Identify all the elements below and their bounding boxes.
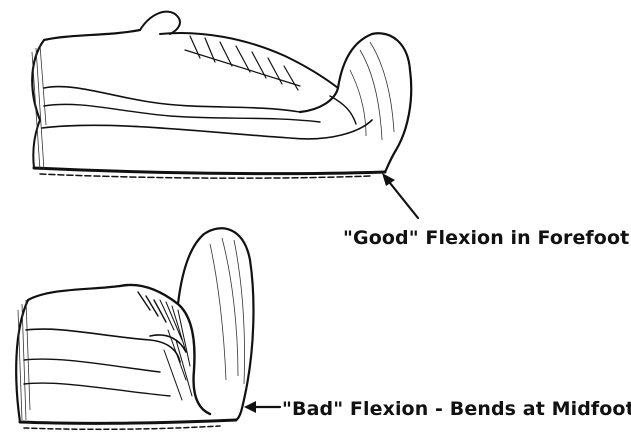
good-flexion-label: "Good" Flexion in Forefoot — [343, 227, 629, 249]
bad-flexion-arrow — [244, 401, 280, 413]
bad-flexion-shoe — [16, 228, 253, 429]
good-flexion-arrow — [382, 173, 418, 218]
bad-flexion-label: "Bad" Flexion - Bends at Midfoot — [282, 398, 631, 420]
good-flexion-shoe — [32, 12, 411, 178]
